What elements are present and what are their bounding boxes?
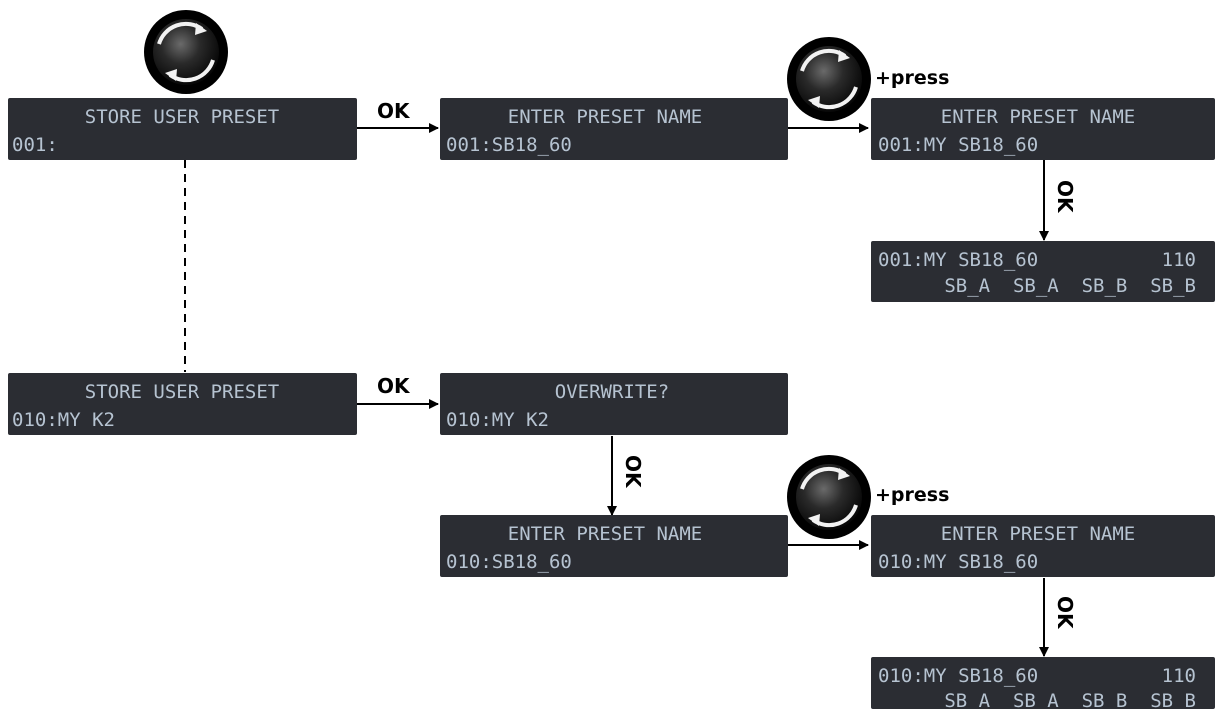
lcd-screen-enter-name-001-edited: ENTER PRESET NAME 001:MY SB18_60 — [871, 98, 1215, 160]
ok-label: OK — [377, 374, 411, 398]
lcd-line-2: SB_A SB_A SB_B SB_B — [944, 275, 1196, 297]
lcd-screen-result-001: 001:MY SB18_60 110 SB_A SB_A SB_B SB_B — [871, 241, 1215, 302]
lcd-screen-enter-name-010-edited: ENTER PRESET NAME 010:MY SB18_60 — [871, 515, 1215, 577]
rotary-encoder-icon — [144, 10, 228, 94]
press-label: +press — [875, 67, 949, 89]
ok-label: OK — [621, 455, 645, 489]
rotary-encoder-icon — [787, 37, 871, 121]
lcd-line-1-name: 001:MY SB18_60 — [878, 249, 1038, 271]
lcd-line-1: ENTER PRESET NAME — [941, 106, 1135, 128]
lcd-screen-store-001: STORE USER PRESET 001: — [8, 98, 357, 160]
lcd-line-2: 001:MY SB18_60 — [878, 134, 1038, 156]
lcd-line-2: 010:MY K2 — [446, 409, 549, 431]
lcd-screen-overwrite-010: OVERWRITE? 010:MY K2 — [440, 373, 788, 435]
lcd-screen-enter-name-010: ENTER PRESET NAME 010:SB18_60 — [440, 515, 788, 577]
ok-label: OK — [377, 99, 411, 123]
lcd-line-2: 010:SB18_60 — [446, 551, 572, 573]
lcd-line-2: 010:MY SB18_60 — [878, 551, 1038, 573]
lcd-screen-result-010: 010:MY SB18_60 110 SB_A SB_A SB_B SB_B — [871, 657, 1215, 709]
press-label: +press — [875, 484, 949, 506]
ok-label: OK — [1053, 180, 1077, 214]
lcd-line-1: ENTER PRESET NAME — [508, 523, 702, 545]
lcd-screen-enter-name-001: ENTER PRESET NAME 001:SB18_60 — [440, 98, 788, 160]
lcd-line-1-value: 110 — [1162, 665, 1196, 687]
rotary-encoder-icon — [787, 455, 871, 539]
lcd-line-1: STORE USER PRESET — [85, 381, 279, 403]
lcd-line-2: 001:SB18_60 — [446, 134, 572, 156]
lcd-line-1-name: 010:MY SB18_60 — [878, 665, 1038, 687]
lcd-line-1: STORE USER PRESET — [85, 106, 279, 128]
lcd-line-2: 010:MY K2 — [12, 409, 115, 431]
lcd-line-1: ENTER PRESET NAME — [941, 523, 1135, 545]
lcd-line-2: SB_A SB_A SB_B SB_B — [944, 690, 1196, 709]
lcd-line-1-value: 110 — [1162, 249, 1196, 271]
ok-label: OK — [1053, 596, 1077, 630]
lcd-line-1: OVERWRITE? — [555, 381, 669, 403]
lcd-line-1: ENTER PRESET NAME — [508, 106, 702, 128]
lcd-screen-store-010: STORE USER PRESET 010:MY K2 — [8, 373, 357, 435]
lcd-line-2: 001: — [12, 134, 58, 156]
